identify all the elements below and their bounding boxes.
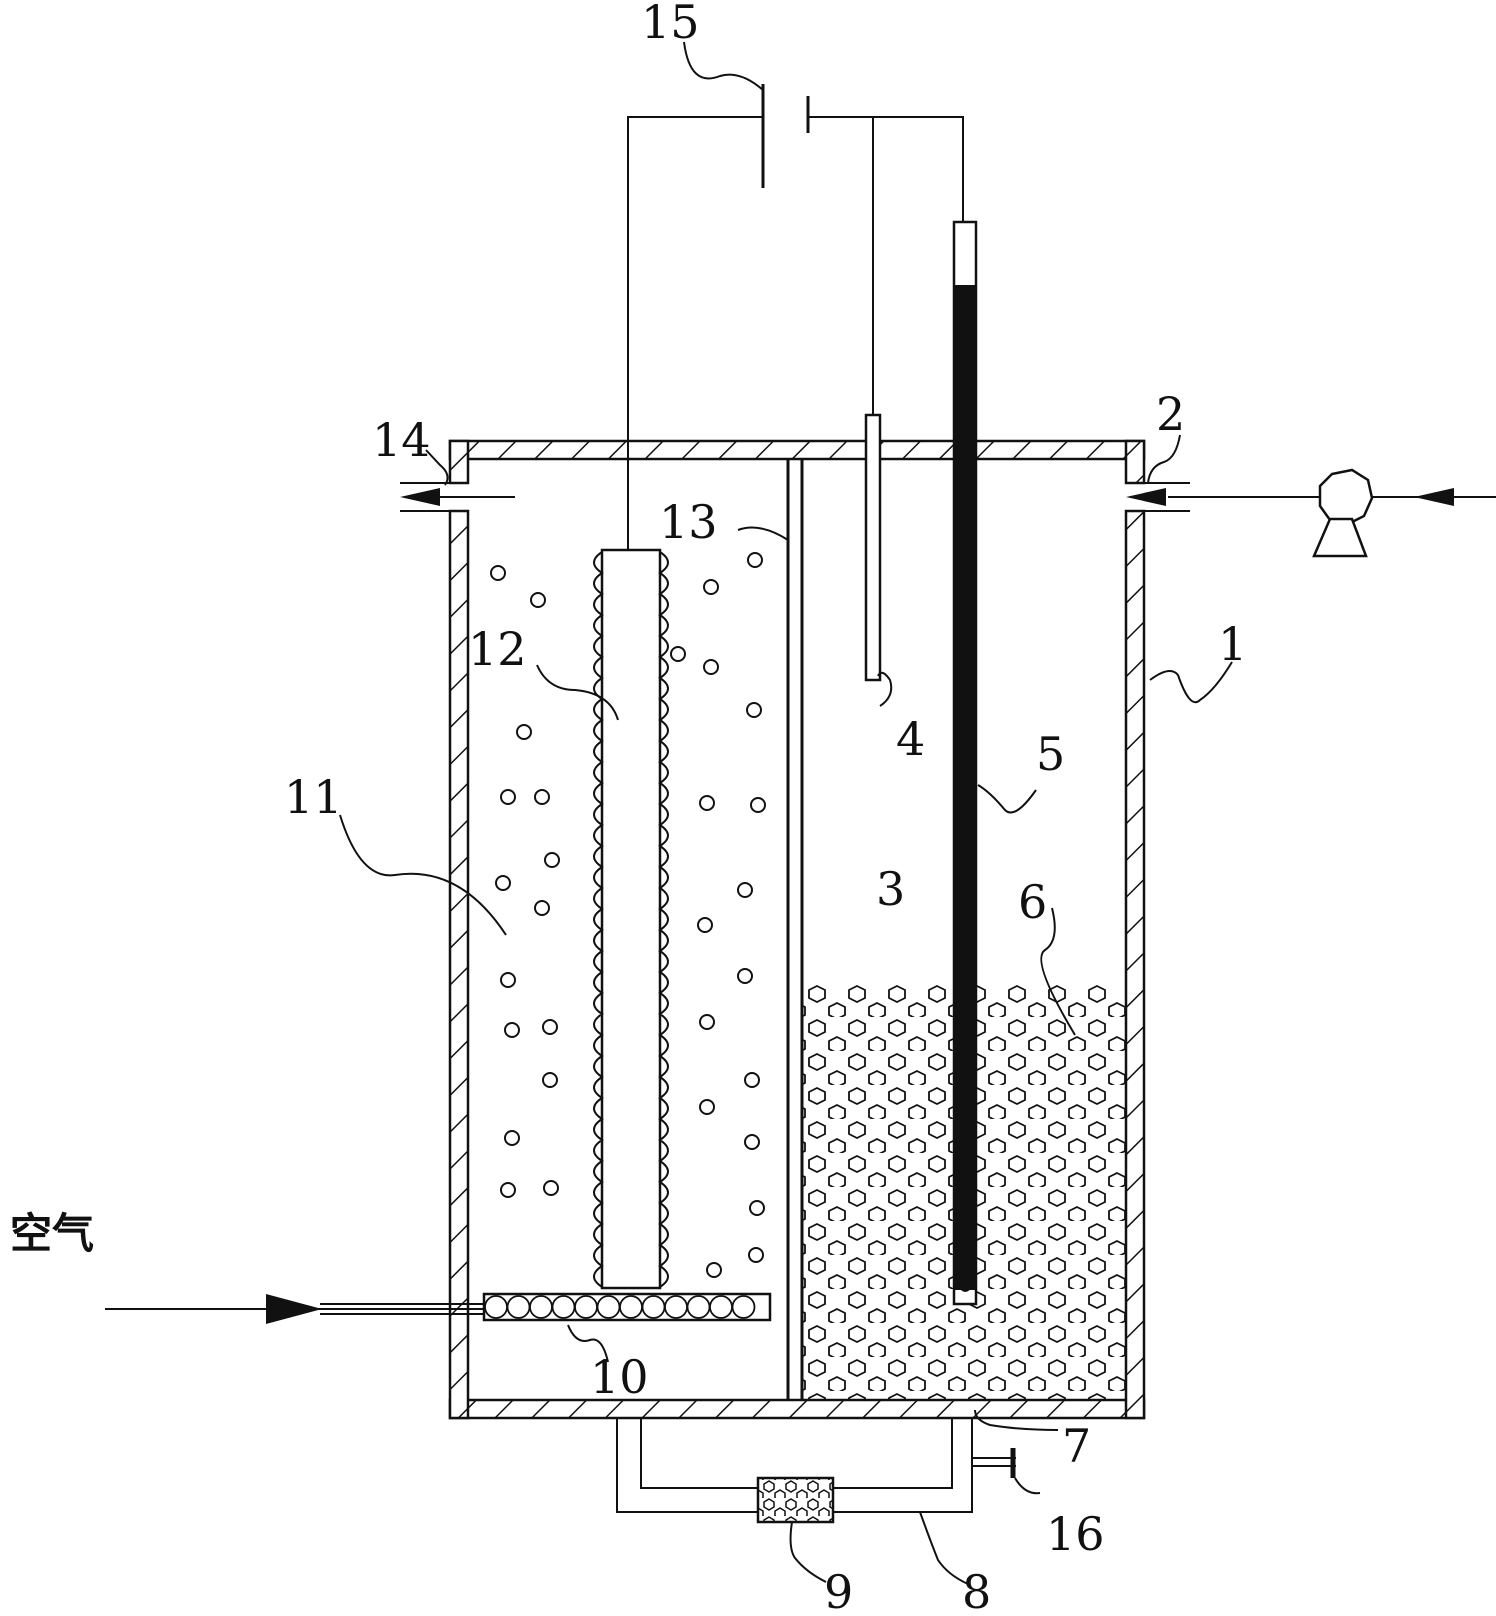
inlet-port-2 xyxy=(1126,482,1322,512)
label-3: 3 xyxy=(876,862,905,916)
drain-valve-16 xyxy=(972,1448,1016,1478)
cathode-electrode-12 xyxy=(593,548,669,1290)
label-4: 4 xyxy=(896,712,925,766)
aerator-ball xyxy=(619,1295,643,1319)
aerator-balls xyxy=(484,1295,756,1319)
aerator-ball xyxy=(529,1295,553,1319)
label-9: 9 xyxy=(824,1565,853,1616)
aeration-bubbles-11 xyxy=(490,552,766,1278)
leader-lines xyxy=(339,41,1233,1585)
label-2: 2 xyxy=(1156,387,1185,441)
aerator-ball xyxy=(641,1295,666,1319)
label-12: 12 xyxy=(468,622,527,676)
filter-packing-9 xyxy=(756,1476,835,1524)
air-inlet-line xyxy=(105,1294,484,1324)
label-8: 8 xyxy=(962,1565,991,1616)
labels: 15 14 2 13 1 12 4 5 11 3 6 空气 10 7 16 9 … xyxy=(10,0,1247,1616)
label-15: 15 xyxy=(641,0,700,49)
partition-plate-13 xyxy=(786,459,804,1400)
pump-icon xyxy=(1312,468,1496,558)
aerator-10 xyxy=(482,1292,772,1322)
aerator-ball xyxy=(484,1295,508,1319)
aerator-ball xyxy=(709,1295,733,1319)
aerator-ball xyxy=(664,1295,688,1319)
dc-power-supply-15 xyxy=(627,84,964,550)
label-11: 11 xyxy=(284,770,343,824)
label-5: 5 xyxy=(1036,727,1065,781)
aerator-ball xyxy=(686,1295,711,1319)
reference-electrode-4 xyxy=(864,413,882,682)
label-16: 16 xyxy=(1046,1507,1105,1561)
circulation-pipe-8 xyxy=(616,1418,973,1513)
aerator-ball xyxy=(574,1295,598,1319)
aerator-ball xyxy=(551,1295,576,1319)
label-1: 1 xyxy=(1218,617,1247,671)
aerator-ball xyxy=(731,1295,756,1319)
label-14: 14 xyxy=(372,413,431,467)
label-air: 空气 xyxy=(10,1209,94,1258)
cathode-scallops xyxy=(593,551,669,1288)
anode-electrode-5 xyxy=(952,220,978,1306)
aerator-ball xyxy=(596,1295,621,1319)
outlet-port-14 xyxy=(400,482,515,512)
label-6: 6 xyxy=(1018,875,1047,929)
label-13: 13 xyxy=(659,495,718,549)
aerator-ball xyxy=(506,1295,531,1319)
label-10: 10 xyxy=(590,1350,649,1404)
label-7: 7 xyxy=(1062,1419,1091,1473)
